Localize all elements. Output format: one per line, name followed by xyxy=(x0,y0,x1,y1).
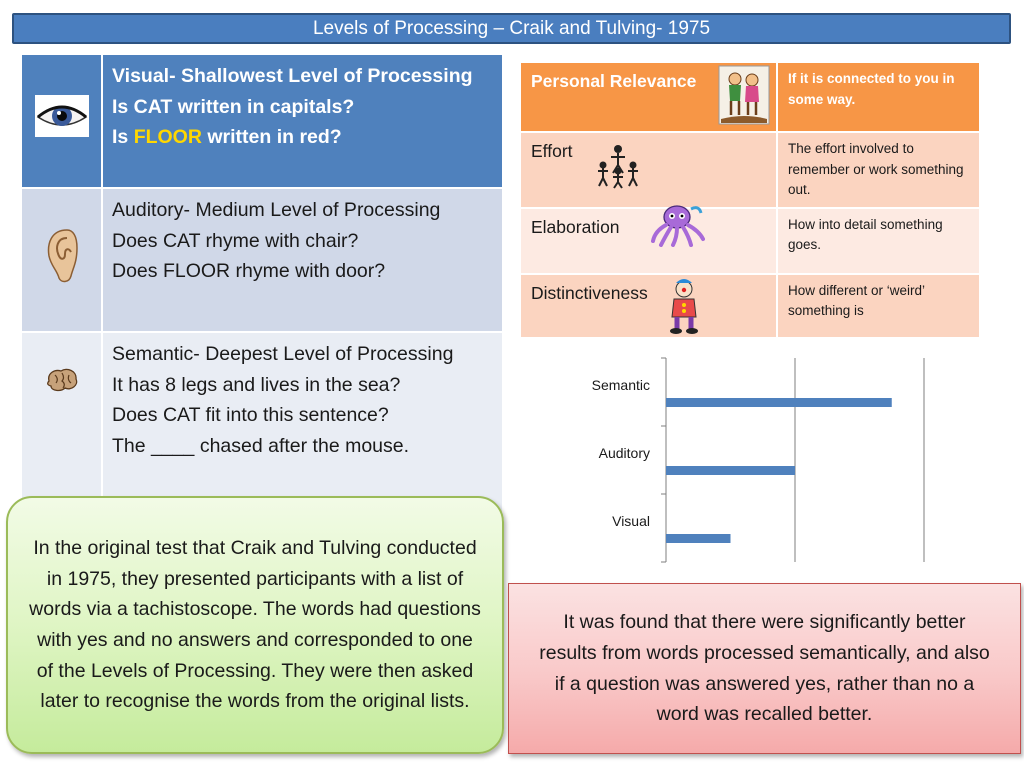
factor-label-cell: Personal Relevance xyxy=(519,61,778,133)
original-test-text: In the original test that Craik and Tulv… xyxy=(29,536,481,713)
level-heading: Semantic- Deepest Level of Processing xyxy=(112,343,454,365)
factor-row: Effort The effort involved to remember o… xyxy=(519,131,981,209)
chart-bar xyxy=(666,534,731,543)
level-question: The ____ chased after the mouse. xyxy=(112,434,410,457)
factor-label: Effort xyxy=(531,141,573,161)
octopus-clipart-icon xyxy=(651,204,705,247)
ear-icon xyxy=(47,229,78,283)
factor-row: Elaboration How into detail something go… xyxy=(519,204,981,275)
levels-table: Visual- Shallowest Level of Processing I… xyxy=(20,53,504,533)
level-heading: Auditory- Medium Level of Processing xyxy=(112,199,441,221)
factor-label-cell: Elaboration xyxy=(519,204,778,275)
factor-desc: How different or ‘weird’ something is xyxy=(776,272,981,339)
factor-label-cell: Distinctiveness xyxy=(519,272,778,339)
chart-category-label: Auditory xyxy=(599,445,650,461)
level-heading: Visual- Shallowest Level of Processing xyxy=(112,65,473,87)
level-text-auditory: Auditory- Medium Level of Processing Doe… xyxy=(101,187,504,333)
clown-clipart-icon xyxy=(670,278,698,334)
level-question: Is CAT written in capitals? xyxy=(112,95,355,118)
factor-label: Personal Relevance xyxy=(531,71,697,91)
factor-row: Distinctiveness How different or ‘weird’… xyxy=(519,272,981,339)
chart-category-label: Visual xyxy=(612,513,650,529)
ear-cell xyxy=(20,187,103,333)
floor-word: FLOOR xyxy=(133,126,202,148)
original-test-box: In the original test that Craik and Tulv… xyxy=(6,496,504,754)
chart-bar xyxy=(666,398,892,407)
findings-box: It was found that there were significant… xyxy=(508,583,1021,754)
eye-cell xyxy=(20,53,103,189)
people-clipart-icon xyxy=(598,145,638,189)
level-question: Does CAT rhyme with chair? xyxy=(112,229,359,252)
factor-desc: If it is connected to you in some way. xyxy=(776,61,981,133)
factor-label: Elaboration xyxy=(531,216,620,237)
level-question: Does FLOOR rhyme with door? xyxy=(112,260,386,282)
factor-label-cell: Effort xyxy=(519,131,778,209)
level-text-visual: Visual- Shallowest Level of Processing I… xyxy=(101,53,504,189)
factor-desc: The effort involved to remember or work … xyxy=(776,131,981,209)
factor-desc: How into detail something goes. xyxy=(776,206,981,275)
level-question: It has 8 legs and lives in the sea? xyxy=(112,373,401,396)
level-row-auditory: Auditory- Medium Level of Processing Doe… xyxy=(20,187,504,333)
level-row-visual: Visual- Shallowest Level of Processing I… xyxy=(20,53,504,189)
brain-icon xyxy=(46,368,77,392)
eye-icon xyxy=(34,95,89,138)
level-question: Does CAT fit into this sentence? xyxy=(112,404,389,426)
children-clipart-icon xyxy=(718,65,770,125)
slide-title: Levels of Processing – Craik and Tulving… xyxy=(12,13,1011,44)
findings-text: It was found that there were significant… xyxy=(539,611,990,726)
factors-table: Personal Relevance If it is connected to… xyxy=(519,61,981,339)
chart-bar xyxy=(666,466,795,475)
chart-category-label: Semantic xyxy=(592,377,650,393)
factor-row: Personal Relevance If it is connected to… xyxy=(519,61,981,133)
factor-label: Distinctiveness xyxy=(531,282,648,303)
level-question: Is FLOOR written in red? xyxy=(112,126,342,148)
